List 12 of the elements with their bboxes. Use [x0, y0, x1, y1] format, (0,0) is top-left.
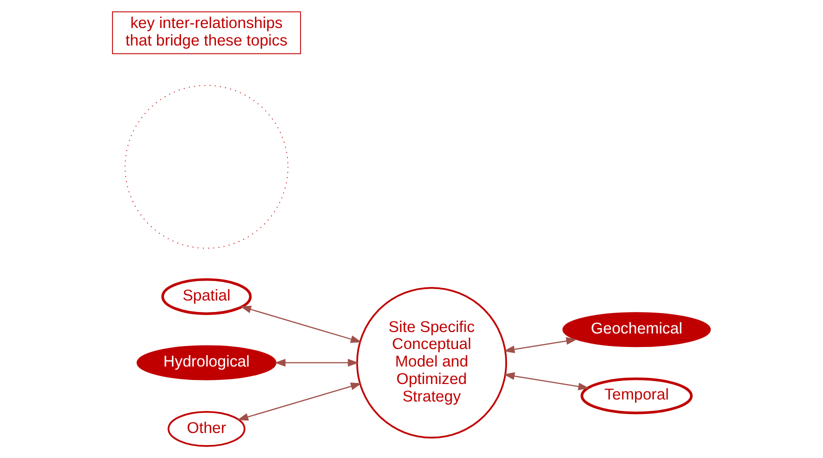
arrow [237, 382, 362, 421]
node-ellipse: Hydrological [136, 345, 276, 380]
arrow [504, 337, 578, 354]
node-circle [124, 84, 288, 249]
node-box: key inter-relationships that bridge these topics [112, 11, 301, 54]
arrow [240, 306, 362, 343]
node-ellipse: Temporal [580, 377, 693, 414]
node-ellipse: Geochemical [562, 312, 711, 348]
node-circle: Site Specific Conceptual Model and Optimized Strategy [356, 286, 508, 439]
node-ellipse: Other [168, 410, 246, 447]
arrow [274, 358, 359, 367]
arrow [504, 372, 590, 390]
